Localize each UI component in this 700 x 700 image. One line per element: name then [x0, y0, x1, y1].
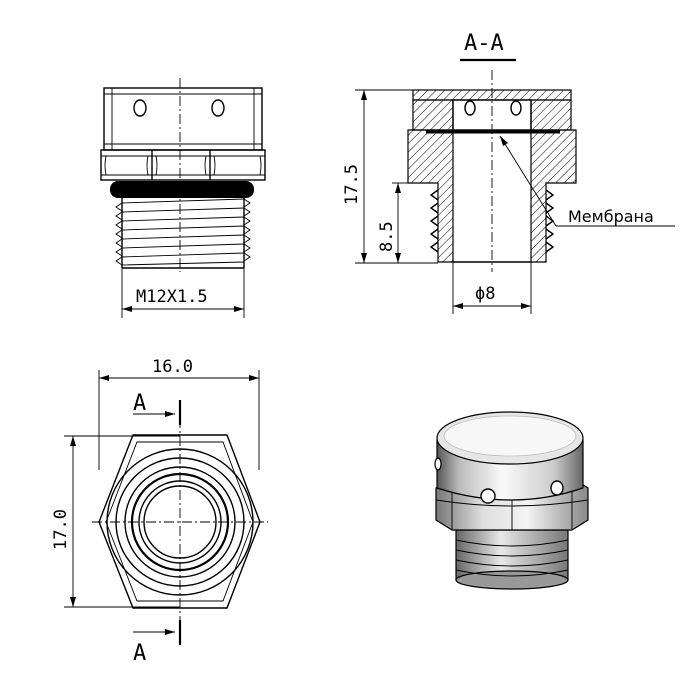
section-mark-bottom: A: [133, 641, 146, 666]
vent-hole-left: [133, 99, 147, 117]
front-thread: [115, 198, 251, 269]
thread-spec-label: M12X1.5: [136, 287, 208, 307]
front-view: M12X1.5: [100, 78, 266, 318]
o-ring: [110, 181, 254, 198]
height-dim: 17.0: [51, 509, 71, 550]
top-view: 16.0 17.0 A A: [51, 357, 268, 666]
width-dim: 16.0: [152, 357, 193, 377]
isometric-view: [434, 411, 589, 590]
vent-hole-right: [211, 99, 225, 117]
membrane-label: Мембрана: [568, 207, 654, 226]
bore-diameter-dim: ϕ8: [475, 284, 495, 304]
section-mark-top: A: [133, 391, 146, 416]
section-view: A-A 17.5 8.5 ϕ8: [342, 31, 675, 314]
height-thread-dim: 8.5: [377, 221, 397, 252]
front-cap-outline: [103, 87, 263, 151]
height-total-dim: 17.5: [342, 164, 362, 205]
front-hex-outline: [100, 149, 266, 181]
section-title: A-A: [464, 31, 504, 56]
top-hex-outline: [98, 434, 261, 609]
